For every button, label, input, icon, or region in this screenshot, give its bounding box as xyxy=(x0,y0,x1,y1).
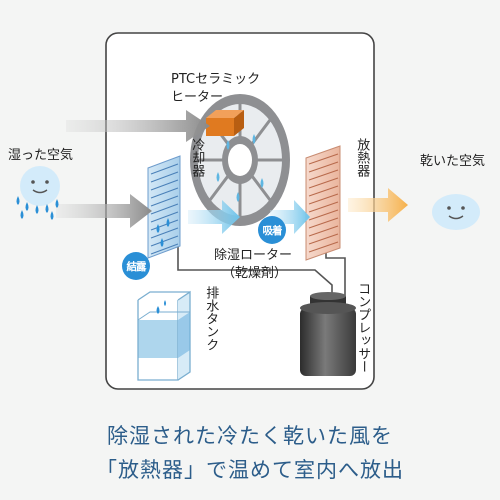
air-flow-arrow-outlet xyxy=(348,188,408,222)
ptc-heater-label-line2: ヒーター xyxy=(171,90,224,105)
humid-air-cloud-icon xyxy=(16,166,60,220)
drain-tank-label: 排水タンク xyxy=(203,286,219,351)
humid-air-label: 湿った空気 xyxy=(8,148,74,163)
compressor-label: コンプレッサー xyxy=(355,282,371,373)
ptc-heater-label-line1: PTCセラミック xyxy=(171,72,261,87)
radiator-label: 放熱器 xyxy=(354,138,370,177)
cooler-label: 冷却器 xyxy=(189,138,205,177)
condensation-badge: 結露 xyxy=(122,252,150,280)
drain-tank-shape xyxy=(137,290,191,381)
rotor-label-line2: （乾燥剤） xyxy=(222,266,288,281)
rotor-label-line1: 除湿ローター xyxy=(214,248,293,263)
cooler-shape xyxy=(147,155,181,259)
dry-air-label: 乾いた空気 xyxy=(420,154,486,169)
air-flow-arrow-cooler-to-rotor xyxy=(188,200,240,234)
compressor-shape xyxy=(300,292,356,376)
air-flow-arrow-rotor-to-radiator xyxy=(270,200,310,234)
air-flow-arrow-to-heater xyxy=(66,110,210,142)
radiator-shape xyxy=(305,145,341,261)
refrigerant-pipes xyxy=(177,240,346,300)
adsorption-badge: 吸着 xyxy=(258,216,286,244)
air-flow-arrow-to-cooler xyxy=(56,194,152,228)
ptc-heater-shape xyxy=(206,110,244,136)
caption-line1: 除湿された冷たく乾いた風を xyxy=(107,424,393,448)
caption-line2: 「放熱器」で温めて室内へ放出 xyxy=(96,458,404,482)
dry-air-cloud-icon xyxy=(432,194,480,230)
